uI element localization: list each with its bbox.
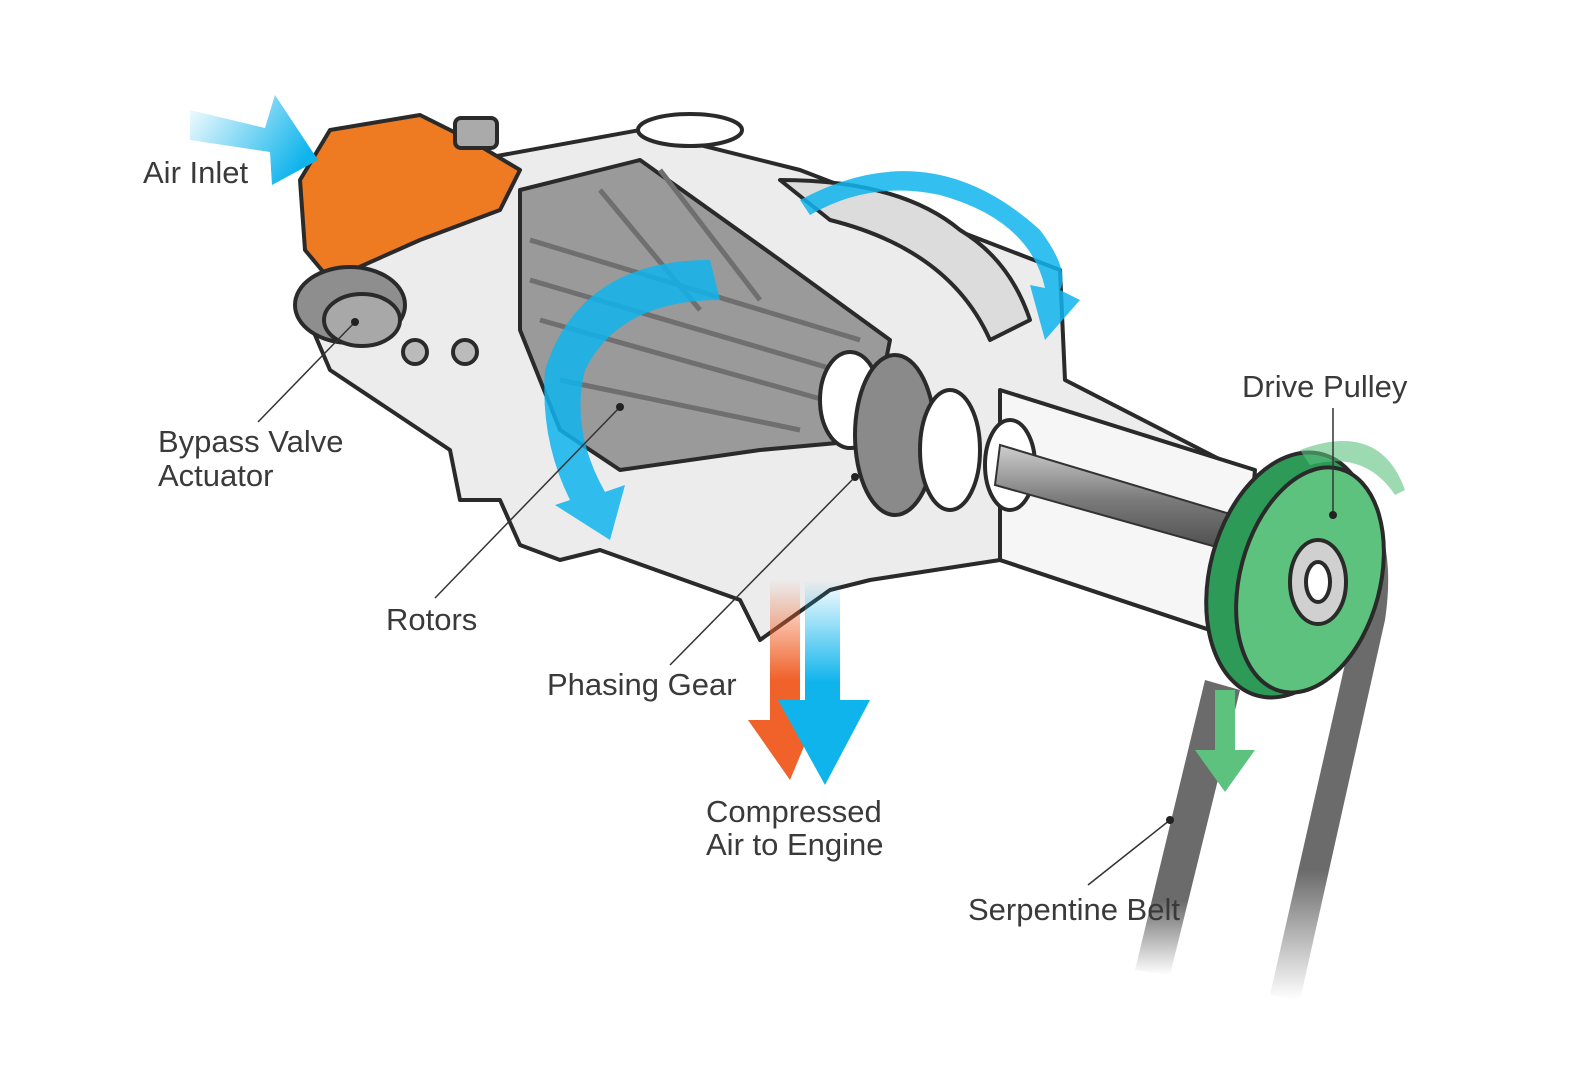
label-phasing-gear: Phasing Gear [547,667,737,702]
label-air-inlet: Air Inlet [143,155,248,190]
label-serpentine-belt: Serpentine Belt [968,892,1180,927]
air-inlet-arrow [190,95,318,185]
pulley-rotation-arrow [1300,441,1405,495]
belt-direction-arrow [1195,690,1255,792]
bypass-valve-actuator [293,265,479,366]
rotor-flow-arrow-top [800,171,1080,340]
label-drive-pulley: Drive Pulley [1242,369,1408,404]
compressed-air-cool-arrow [778,580,870,785]
rotor-flow-arrow-front [544,260,720,540]
label-compressed-line1: Compressed [706,794,882,829]
drive-pulley [1204,450,1386,700]
leader-lines [257,318,1337,886]
label-rotors: Rotors [386,602,477,637]
label-bypass-valve-line1: Bypass Valve [158,424,344,459]
inlet-housing [298,113,522,282]
label-compressed-line2: Air to Engine [706,827,884,862]
label-bypass-valve-line2: Actuator [158,458,273,493]
